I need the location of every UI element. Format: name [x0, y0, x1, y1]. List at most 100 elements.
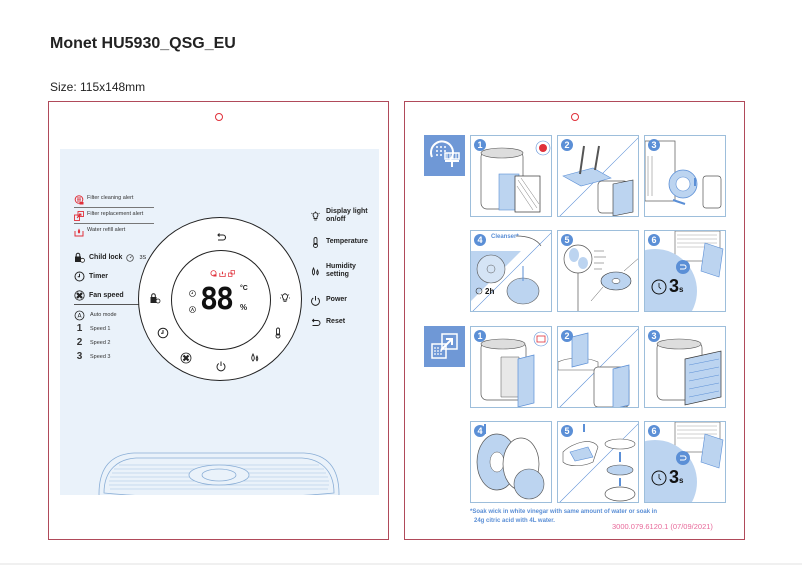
air-dry-wick-illustration	[563, 244, 638, 311]
timer-button-icon[interactable]	[157, 327, 169, 339]
alert-label: Filter replacement alert	[87, 211, 144, 217]
auto-mode-indicator-icon	[189, 306, 196, 313]
footnote: *Soak wick in white vinegar with same am…	[470, 508, 657, 526]
alert-label: Water refill alert	[87, 227, 126, 233]
registration-mark	[215, 113, 223, 121]
power-icon	[311, 295, 320, 306]
reset-hold-illustration-2	[645, 422, 724, 502]
replacement-step-6: 6 3s	[644, 421, 726, 503]
step-number: 4	[474, 234, 486, 246]
filter-cleaning-icon	[74, 195, 84, 205]
fan-mode-speed-3: 3 Speed 3	[74, 350, 154, 364]
control-label: Child lock	[89, 254, 123, 261]
legend-label: Temperature	[326, 238, 368, 245]
display-screen: 88 °C %	[171, 250, 271, 350]
page-left: Filter cleaning alert Filter replacement…	[48, 101, 389, 540]
soak-time: 2h	[485, 287, 495, 296]
hold-time-value: 3	[669, 467, 680, 487]
document-code: 3000.079.6120.1 (07/09/2021)	[612, 522, 713, 531]
registration-mark	[571, 113, 579, 121]
child-lock-button-icon[interactable]	[149, 292, 161, 304]
power-button-icon[interactable]	[215, 360, 227, 372]
legend-label: Display light on/off	[326, 208, 368, 223]
step-number: 5	[561, 234, 573, 246]
step-number: 3	[648, 330, 660, 342]
page-right: 1 2 3 4 C	[404, 101, 745, 540]
step-number: 1	[474, 139, 486, 151]
humidity-icon	[311, 266, 319, 276]
cleaning-step-6: 6 3s	[644, 230, 726, 312]
temperature-icon	[313, 236, 318, 248]
hold-time-unit: s	[679, 476, 684, 485]
control-timer: Timer	[74, 267, 154, 286]
speed-2-icon: 2	[76, 337, 83, 348]
filter-cleaning-section-icon	[424, 135, 465, 176]
hold-time: 3s	[669, 276, 683, 297]
step-number: 1	[474, 330, 486, 342]
auto-mode-icon: A	[74, 310, 85, 320]
filter-replacement-section-icon	[424, 326, 465, 367]
remove-old-filter-illustration	[480, 331, 549, 407]
replacement-step-2: 2	[557, 326, 639, 408]
filter-replacement-indicator-icon	[228, 270, 235, 277]
assemble-wick-illustration	[559, 423, 638, 502]
reset-hold-illustration	[645, 231, 724, 311]
soak-wick-illustration	[471, 232, 551, 311]
size-label: Size: 115x148mm	[50, 80, 146, 94]
filter-replace-icon	[431, 333, 458, 359]
water-refill-icon	[74, 228, 84, 237]
speed-3-icon: 3	[76, 351, 83, 362]
speed-1-icon: 1	[76, 323, 83, 334]
cleaning-step-1: 1	[470, 135, 552, 217]
step-number: 2	[561, 330, 573, 342]
display-light-icon	[311, 211, 320, 220]
replace-wick-illustration	[476, 424, 545, 500]
cleaning-step-3: 3	[644, 135, 726, 217]
alert-filter-replacement: Filter replacement alert	[74, 211, 154, 224]
cleaning-step-2: 2	[557, 135, 639, 217]
remove-filters-illustration	[480, 140, 551, 213]
replacement-step-5: 5	[557, 421, 639, 503]
step-number: 2	[561, 139, 573, 151]
footnote-line-1: *Soak wick in white vinegar with same am…	[470, 509, 658, 515]
fan-speed-button-icon[interactable]	[180, 352, 192, 364]
alert-water-refill: Water refill alert	[74, 227, 154, 239]
reset-icon[interactable]	[215, 231, 227, 243]
footnote-line-2: 24g citric acid with 4L water.	[474, 518, 555, 524]
display-digits: 88	[200, 282, 234, 317]
legend-label: Reset	[326, 318, 346, 325]
legend-label: Power	[326, 296, 348, 303]
legend-temperature: Temperature	[310, 226, 379, 258]
timer-indicator-icon	[189, 290, 196, 297]
hold-time-unit: s	[679, 285, 684, 294]
display-light-button-icon[interactable]	[279, 292, 291, 304]
legend-power: Power	[310, 284, 379, 316]
hold-time: 3s	[669, 467, 683, 488]
fan-mode-speed-2: 2 Speed 2	[74, 336, 154, 350]
step-number: 3	[648, 139, 660, 151]
fan-mode-label: Speed 2	[90, 340, 111, 346]
legend-label: Humidity setting	[326, 263, 356, 278]
right-legend: Display light on/off Temperature Humidit…	[310, 206, 379, 328]
replacement-step-1: 1	[470, 326, 552, 408]
humidity-button-icon[interactable]	[249, 352, 261, 364]
filter-cleaning-indicator-icon	[210, 270, 217, 277]
step-number: 5	[561, 425, 573, 437]
temperature-button-icon[interactable]	[272, 327, 284, 339]
timer-icon	[74, 271, 85, 282]
temperature-unit: °C	[240, 285, 248, 292]
close-cover-illustration	[656, 338, 722, 406]
cleanser-label: Cleanser*	[491, 234, 519, 240]
vacuum-filter-illustration	[559, 137, 638, 216]
bottom-strip	[0, 563, 802, 565]
control-label: Timer	[89, 273, 108, 280]
humidity-unit: %	[240, 303, 248, 312]
control-dial: 88 °C %	[138, 217, 302, 381]
fan-mode-auto: A Auto mode	[74, 308, 154, 322]
fan-mode-label: Speed 3	[90, 354, 111, 360]
remove-wick-illustration	[645, 140, 722, 209]
step-number: 6	[648, 234, 660, 246]
svg-text:A: A	[77, 312, 82, 319]
control-panel-diagram: Filter cleaning alert Filter replacement…	[60, 149, 379, 495]
filter-brush-icon	[430, 140, 460, 167]
